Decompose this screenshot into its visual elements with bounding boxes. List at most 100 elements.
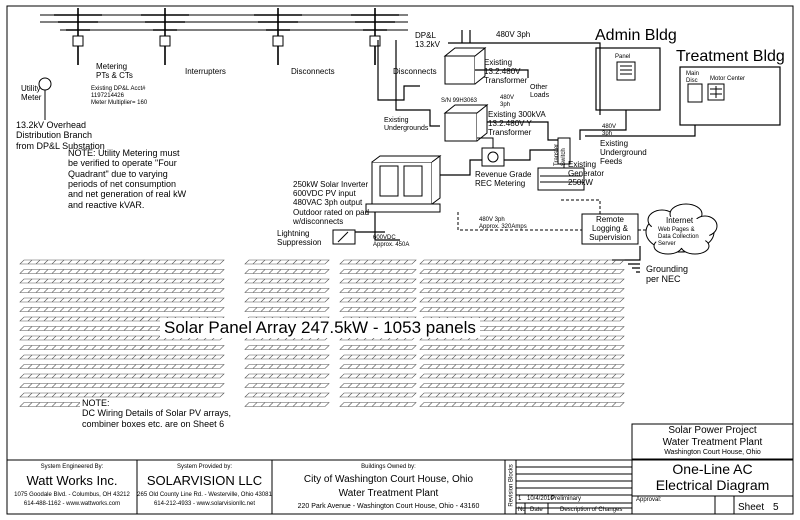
owned-by-address: 220 Park Avenue - Washington Court House… <box>297 503 480 510</box>
engineered-by-label: System Engineered By: <box>40 464 104 470</box>
solar-panel-row <box>419 402 625 407</box>
generator <box>537 167 585 191</box>
revision-blocks-label: Revision Blocks <box>508 464 515 507</box>
480v-label: 480V 3ph <box>496 30 531 39</box>
transformer-13-2-480 <box>443 46 487 85</box>
pole-device <box>369 35 381 47</box>
solar-panel-row <box>19 335 145 341</box>
solar-panel-row <box>244 288 330 293</box>
revenue-meter <box>481 147 505 167</box>
solar-panel-row <box>339 345 417 350</box>
solar-panel-row <box>19 326 145 331</box>
meter-to-switch <box>504 149 558 161</box>
treatment-bldg-title: Treatment Bldg <box>676 48 785 65</box>
sheet-border <box>6 5 794 515</box>
solar-panel-row <box>19 259 145 265</box>
utility-meter-label: Utility Meter <box>21 84 42 103</box>
meter-account-info: Existing DP&L Acct# 1197214426 Meter Mul… <box>91 86 148 106</box>
provided-by-name: SOLARVISION LLC <box>146 473 263 488</box>
dpl-bus <box>448 30 601 115</box>
dpl-label: DP&L 13.2kV <box>415 31 440 50</box>
panel-label: Panel <box>615 54 631 60</box>
solar-panel-row <box>419 288 625 293</box>
main-disconnect <box>687 83 703 103</box>
to-grounding <box>612 246 641 273</box>
admin-feed <box>579 110 627 140</box>
solar-panel-row <box>419 364 625 369</box>
internet-sub-label: Web Pages & Data Collection Server <box>658 227 699 247</box>
solar-panel-row <box>339 288 417 293</box>
solar-panel-row <box>339 392 417 398</box>
lightning-label: Lightning Suppression <box>277 229 322 248</box>
project-line-3: Washington Court House, Ohio <box>664 449 761 456</box>
other-loads-line <box>475 69 529 78</box>
engineered-by-contact: 614-488-1162 - www.wattworks.com <box>23 501 121 507</box>
disconnects-label-2: Disconnects <box>393 67 437 76</box>
solar-panel-row <box>244 297 330 303</box>
existing-undergrounds-label: Existing Undergrounds <box>384 117 429 133</box>
xfmr-to-switch <box>487 121 560 141</box>
remote-logging-label: Remote Logging & Supervision <box>589 215 631 243</box>
solar-panel-row <box>419 259 625 265</box>
main-disc-label: Main Disc <box>686 71 700 84</box>
inverter-to-meter <box>440 159 482 176</box>
feed-line-1 <box>377 40 420 101</box>
solar-panel-row <box>244 383 330 388</box>
solar-panel-row <box>139 345 225 350</box>
sheet-label: Sheet <box>738 502 765 513</box>
solar-panel-row <box>139 392 225 398</box>
solar-panel-row <box>19 316 145 322</box>
solar-panel-row <box>244 354 330 360</box>
internet-label: Internet <box>666 216 694 225</box>
solar-panel-row <box>419 383 625 388</box>
solar-panel-row <box>19 373 145 379</box>
480v-3ph-small: 480V 3ph <box>500 95 515 108</box>
solar-panel-row <box>419 307 625 312</box>
solar-panel-row <box>419 316 625 322</box>
remote-logging-box <box>581 213 639 245</box>
rev-1-date: 10/4/2010 <box>527 496 554 502</box>
solar-panel-row <box>419 278 625 284</box>
admin-panel <box>616 61 636 81</box>
solar-panel-row <box>244 345 330 350</box>
array-title: Solar Panel Array 247.5kW - 1053 panels <box>160 318 480 338</box>
solar-panel-row <box>139 354 225 360</box>
solar-panel-row <box>419 269 625 274</box>
solar-panel-row <box>19 392 145 398</box>
solar-panel-row <box>339 354 417 360</box>
provided-by-address: 265 Old County Line Rd. - Westerville, O… <box>137 492 272 498</box>
solar-panel-row <box>244 269 330 274</box>
solar-panel-row <box>419 297 625 303</box>
ac-480-label: 480V 3ph Approx. 320Amps <box>479 217 527 230</box>
solar-panel-row <box>19 297 145 303</box>
rev-1-no: 1 <box>518 496 522 502</box>
solar-panel-row <box>244 392 330 398</box>
solar-panel-row <box>339 373 417 379</box>
solar-inverter <box>365 155 442 213</box>
solar-panel-row <box>419 392 625 398</box>
transfer-switch-label: Transfer Switch <box>554 143 568 166</box>
owned-by-label: Buildings Owned by: <box>361 464 416 470</box>
solar-panel-row <box>139 259 225 265</box>
solar-panel-row <box>419 345 625 350</box>
owned-by-name: City of Washington Court House, Ohio <box>303 474 474 485</box>
owned-by-site: Water Treatment Plant <box>338 488 439 499</box>
treatment-building <box>679 66 781 126</box>
xfmr-300-label: Existing 300kVA 13.2:480V Y Transformer <box>488 110 546 138</box>
solar-panel-row <box>419 373 625 379</box>
grounding-label: Grounding per NEC <box>646 264 689 285</box>
transformer-300kva <box>443 103 489 142</box>
feed-line-2 <box>395 40 440 127</box>
solar-panel-row <box>339 364 417 369</box>
solar-panel-row <box>244 259 330 265</box>
solar-panel-row <box>139 373 225 379</box>
solar-panel-row <box>339 383 417 388</box>
solar-panel-row <box>139 316 225 322</box>
revenue-metering-label: Revenue Grade REC Metering <box>475 170 532 189</box>
rev-1-desc: Preliminary <box>551 496 582 502</box>
solar-panel-row <box>19 354 145 360</box>
metering-note: NOTE: Utility Metering must be verified … <box>68 148 187 210</box>
inverter-label: 250kW Solar Inverter 600VDC PV input 480… <box>293 180 370 226</box>
rev-no-header: No <box>518 507 526 513</box>
lightning-suppression <box>332 229 356 245</box>
